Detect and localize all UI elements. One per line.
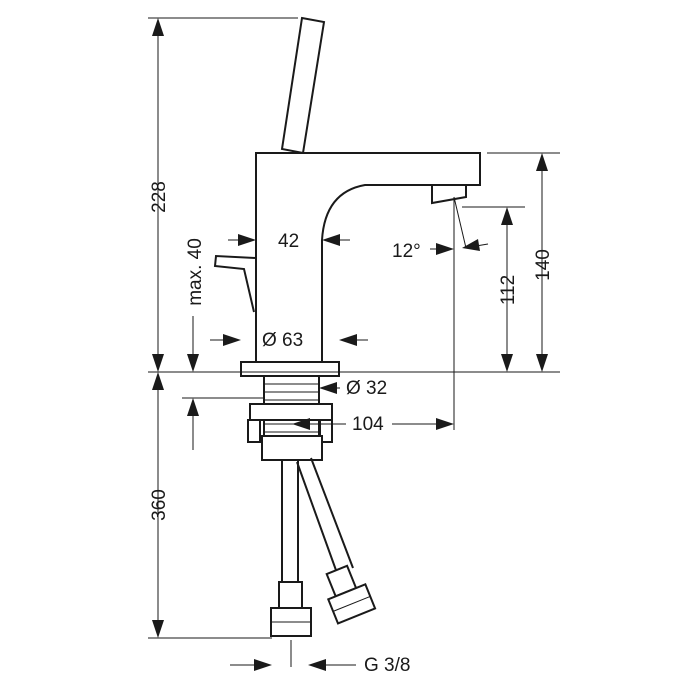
arrow-112-bottom [501, 354, 513, 372]
dimension-lines [152, 18, 548, 671]
arrow-228-top [152, 18, 164, 36]
arrow-112-top [501, 207, 513, 225]
mounting-nut [261, 435, 323, 461]
arrow-12-right [462, 239, 480, 251]
label-spout-height: 140 [533, 249, 554, 281]
faucet-body [213, 16, 481, 377]
arrow-63-left [223, 334, 241, 346]
arrow-360-bottom [152, 620, 164, 638]
extension-lines [148, 17, 560, 667]
supply-hoses [270, 457, 377, 637]
arrow-g38-left [254, 659, 272, 671]
arrow-40-down [187, 354, 199, 372]
arrow-104-right [436, 418, 454, 430]
arrow-12-left [436, 243, 454, 255]
arrow-40-up [187, 398, 199, 416]
arrow-228-bottom [152, 354, 164, 372]
label-connection: G 3/8 [364, 655, 410, 676]
arrow-140-bottom [536, 354, 548, 372]
label-clearance: max. 40 [185, 238, 206, 306]
label-total-height: 228 [149, 181, 170, 213]
clamp-bolt-left [247, 419, 261, 443]
arrow-63-right [339, 334, 357, 346]
arrow-42-right [322, 234, 340, 246]
clamp-plate [249, 403, 333, 421]
base-plate [240, 361, 340, 377]
hose-fitting-right-group [325, 564, 377, 625]
hose-right [296, 457, 354, 574]
label-hose-length: 360 [149, 489, 170, 521]
label-spout-angle: 12° [392, 241, 421, 262]
label-hole-diameter: Ø 32 [346, 378, 387, 399]
lever-handle [280, 16, 326, 155]
arrow-360-top [152, 372, 164, 390]
mounting-assembly [247, 375, 333, 461]
hose-fitting-left [278, 581, 303, 609]
label-outlet-height: 112 [498, 275, 519, 305]
label-base-diameter: Ø 63 [262, 330, 303, 351]
hose-left [281, 460, 299, 582]
label-projection: 104 [352, 414, 384, 435]
arrow-g38-right [308, 659, 326, 671]
arrow-104-left [292, 418, 310, 430]
arrow-32 [319, 382, 337, 394]
aerator [431, 184, 467, 205]
drain-rod [213, 254, 257, 313]
label-spout-thickness: 42 [278, 231, 299, 252]
arrow-140-top [536, 153, 548, 171]
dimension-labels: 228 max. 40 42 12° 112 140 Ø 63 Ø 32 104… [149, 181, 554, 676]
arrow-42-left [238, 234, 256, 246]
